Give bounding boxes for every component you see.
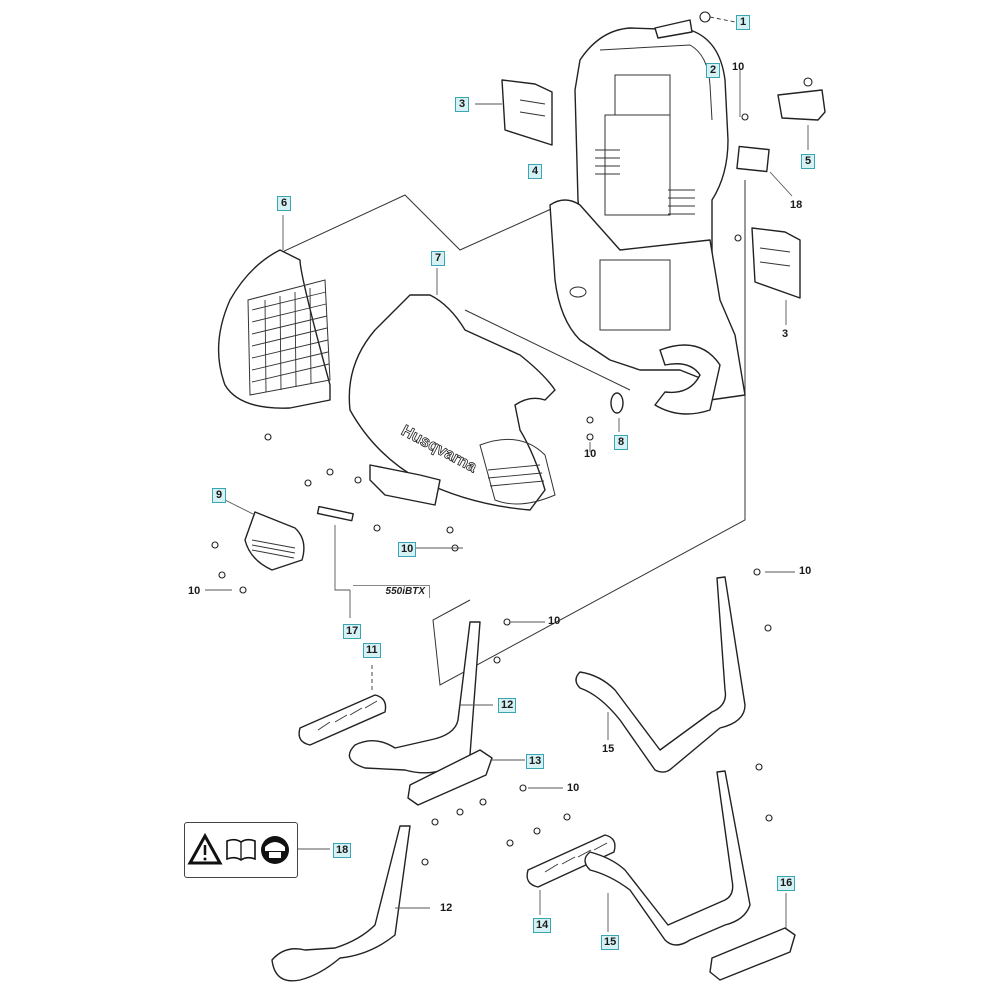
callout-10-bracket: 10 (567, 782, 580, 794)
ear-eye-protection-icon (261, 836, 289, 864)
assembly-boundary-line (264, 194, 561, 261)
callout-18-decal: 18 (333, 843, 352, 858)
back-frame-lower (549, 199, 746, 415)
part-18-warning-decal (184, 822, 298, 878)
part-12-leg-frame-lower (271, 825, 430, 982)
callout-12-lower: 12 (440, 902, 453, 914)
callout-14: 14 (533, 918, 552, 933)
manual-book-icon (226, 838, 256, 861)
part-8-pulley (610, 392, 624, 432)
part-10-screws (205, 68, 795, 866)
part-15-handle-lower (584, 770, 751, 946)
part-9-small-cover (224, 499, 305, 571)
part-4-back-plate (574, 27, 729, 301)
leader-line (769, 171, 793, 197)
callout-1: 1 (736, 15, 750, 30)
part-17-rod (316, 505, 354, 618)
callout-10-cover: 10 (398, 542, 417, 557)
part-2-clip (654, 19, 693, 39)
part-18-label-sticker (736, 145, 770, 173)
callout-12-upper: 12 (498, 698, 517, 713)
part-3-slide-left (475, 79, 553, 146)
callout-15-lower: 15 (601, 935, 620, 950)
callout-5: 5 (801, 154, 815, 169)
callout-3b: 3 (782, 328, 789, 340)
callout-10-top: 10 (732, 61, 745, 73)
callout-8: 8 (614, 435, 628, 450)
part-13-foot-bracket (407, 749, 525, 806)
callout-4: 4 (528, 164, 542, 179)
callout-18-sticker: 18 (790, 199, 803, 211)
part-1-screw (699, 11, 711, 23)
callout-15-upper: 15 (602, 743, 615, 755)
model-decal: 550iBTX (353, 585, 430, 598)
callout-17: 17 (343, 624, 362, 639)
callout-2: 2 (706, 63, 720, 78)
assembly-boundary-line (464, 309, 631, 391)
part-16-foot-bracket (709, 893, 796, 981)
assembly-boundary-line (432, 180, 746, 686)
callout-7: 7 (431, 251, 445, 266)
warning-triangle-icon (187, 832, 223, 865)
leader-line (709, 16, 736, 23)
part-5-latch-bracket (777, 77, 826, 150)
part-3-slide-right (751, 227, 801, 325)
callout-10-frame: 10 (548, 615, 561, 627)
callout-11: 11 (363, 643, 381, 658)
part-7-main-cover (348, 268, 556, 511)
callout-13: 13 (526, 754, 545, 769)
callout-16: 16 (777, 876, 796, 891)
cover-mount-bracket (369, 464, 441, 506)
callout-3a: 3 (455, 97, 469, 112)
callout-9: 9 (212, 488, 226, 503)
part-11-foot-pad (298, 662, 387, 746)
callout-6: 6 (277, 196, 291, 211)
callout-10-right-top: 10 (799, 565, 812, 577)
part-15-handle-upper (575, 576, 746, 773)
part-14-foot-pad (526, 834, 616, 915)
callout-10-left: 10 (188, 585, 201, 597)
callout-10-mid: 10 (584, 448, 597, 460)
part-6-grille-cover (217, 215, 331, 409)
